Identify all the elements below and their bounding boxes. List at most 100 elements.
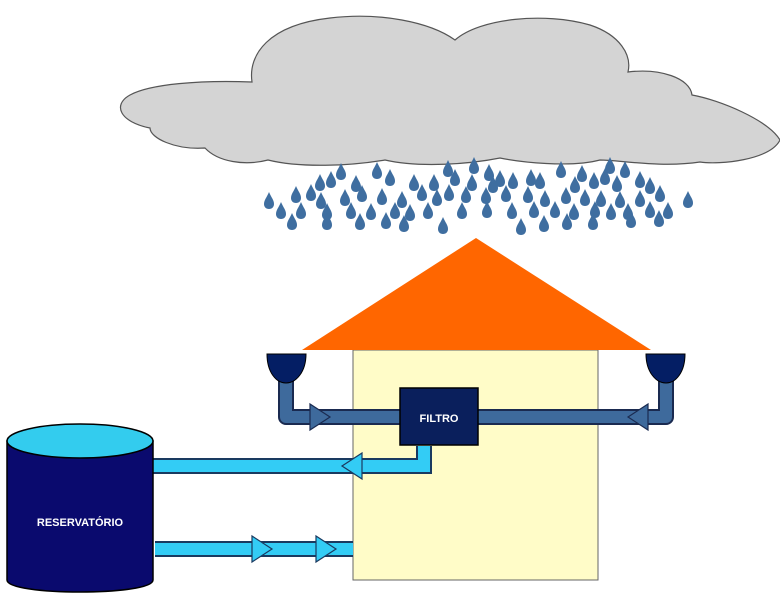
water-drop-icon: [535, 172, 545, 189]
water-drop-icon: [355, 213, 365, 230]
flow-arrow-to-house-1: [251, 534, 274, 564]
water-drop-icon: [467, 174, 477, 191]
water-drop-icon: [569, 203, 579, 220]
water-drop-icon: [612, 175, 622, 192]
water-drop-icon: [540, 190, 550, 207]
reservoir-label: RESERVATÓRIO: [37, 516, 124, 529]
water-drop-icon: [351, 175, 361, 192]
pipe-filter-to-reservoir-body: [150, 446, 432, 474]
water-drop-icon: [432, 189, 442, 206]
water-drop-icon: [620, 161, 630, 178]
water-drop-icon: [626, 211, 636, 228]
gutter-left: [266, 353, 307, 384]
water-drop-icon: [366, 203, 376, 220]
water-drop-icon: [615, 191, 625, 208]
water-drop-icon: [469, 157, 479, 174]
filter-box: [399, 387, 479, 446]
water-drop-icon: [399, 215, 409, 232]
water-drop-icon: [508, 172, 518, 189]
water-drop-icon: [296, 202, 306, 219]
water-drop-icon: [600, 168, 610, 185]
cloud: [119, 15, 780, 166]
water-drop-icon: [501, 185, 511, 202]
water-drop-icon: [645, 201, 655, 218]
water-drop-icon: [287, 213, 297, 230]
water-drop-icon: [377, 188, 387, 205]
water-drop-icon: [495, 170, 505, 187]
water-drop-icon: [322, 213, 332, 230]
water-drop-icon: [457, 202, 467, 219]
water-drop-icon: [561, 187, 571, 204]
water-drop-icon: [577, 165, 587, 182]
gutter-pipe-right: [478, 377, 674, 425]
water-drop-icon: [635, 190, 645, 207]
water-drop-icon: [276, 202, 286, 219]
water-drop-icon: [264, 192, 274, 209]
water-drop-icon: [526, 169, 536, 186]
water-drop-icon: [372, 162, 382, 179]
water-drop-icon: [590, 201, 600, 218]
flow-arrow-to-house-2: [315, 534, 338, 564]
water-drop-icon: [588, 213, 598, 230]
gutter-right: [645, 353, 686, 384]
reservoir-tank: [6, 423, 154, 593]
water-drop-icon: [322, 203, 332, 220]
water-drop-icon: [409, 174, 419, 191]
water-drop-icon: [683, 191, 693, 208]
water-drop-icon: [488, 176, 498, 193]
water-drop-icon: [397, 191, 407, 208]
water-drop-icon: [570, 176, 580, 193]
water-drop-icon: [340, 189, 350, 206]
water-drop-icon: [596, 190, 606, 207]
water-drop-icon: [390, 202, 400, 219]
water-drop-icon: [529, 201, 539, 218]
water-drop-icon: [516, 218, 526, 235]
water-drop-icon: [429, 174, 439, 191]
water-drop-icon: [482, 201, 492, 218]
water-drop-icon: [423, 202, 433, 219]
water-drop-icon: [381, 212, 391, 229]
water-drop-icon: [443, 160, 453, 177]
water-drop-icon: [438, 217, 448, 234]
flow-arrow-left: [626, 402, 649, 432]
water-drop-icon: [606, 203, 616, 220]
water-drop-icon: [539, 215, 549, 232]
water-drop-icon: [580, 189, 590, 206]
water-drop-icon: [655, 185, 665, 202]
flow-arrow-to-reservoir: [340, 451, 363, 481]
water-drop-icon: [417, 184, 427, 201]
water-drop-icon: [562, 213, 572, 230]
water-drop-icon: [654, 210, 664, 227]
water-drop-icon: [481, 187, 491, 204]
water-drop-icon: [605, 157, 615, 174]
water-drop-icon: [346, 202, 356, 219]
reservoir-top: [6, 423, 154, 459]
water-drop-icon: [326, 171, 336, 188]
water-drop-icon: [645, 177, 655, 194]
water-drop-icon: [556, 161, 566, 178]
water-drop-icon: [444, 184, 454, 201]
water-drop-icon: [357, 185, 367, 202]
water-drop-icon: [589, 172, 599, 189]
water-drop-icon: [635, 171, 645, 188]
water-drop-icon: [405, 204, 415, 221]
water-drop-icon: [315, 174, 325, 191]
filter-label: FILTRO: [420, 413, 459, 425]
water-drop-icon: [450, 169, 460, 186]
water-drop-icon: [461, 186, 471, 203]
water-drop-icon: [523, 186, 533, 203]
water-drop-icon: [385, 169, 395, 186]
water-drop-icon: [316, 192, 326, 209]
gutter-pipe-left: [278, 377, 400, 425]
water-drop-icon: [336, 163, 346, 180]
water-drop-icon: [306, 184, 316, 201]
water-drop-icon: [550, 201, 560, 218]
water-drop-icon: [507, 202, 517, 219]
rain-drops: [264, 157, 693, 235]
house-roof: [302, 238, 651, 350]
water-drop-icon: [663, 202, 673, 219]
water-drop-icon: [484, 164, 494, 181]
water-drop-icon: [291, 186, 301, 203]
flow-arrow-right: [309, 402, 332, 432]
